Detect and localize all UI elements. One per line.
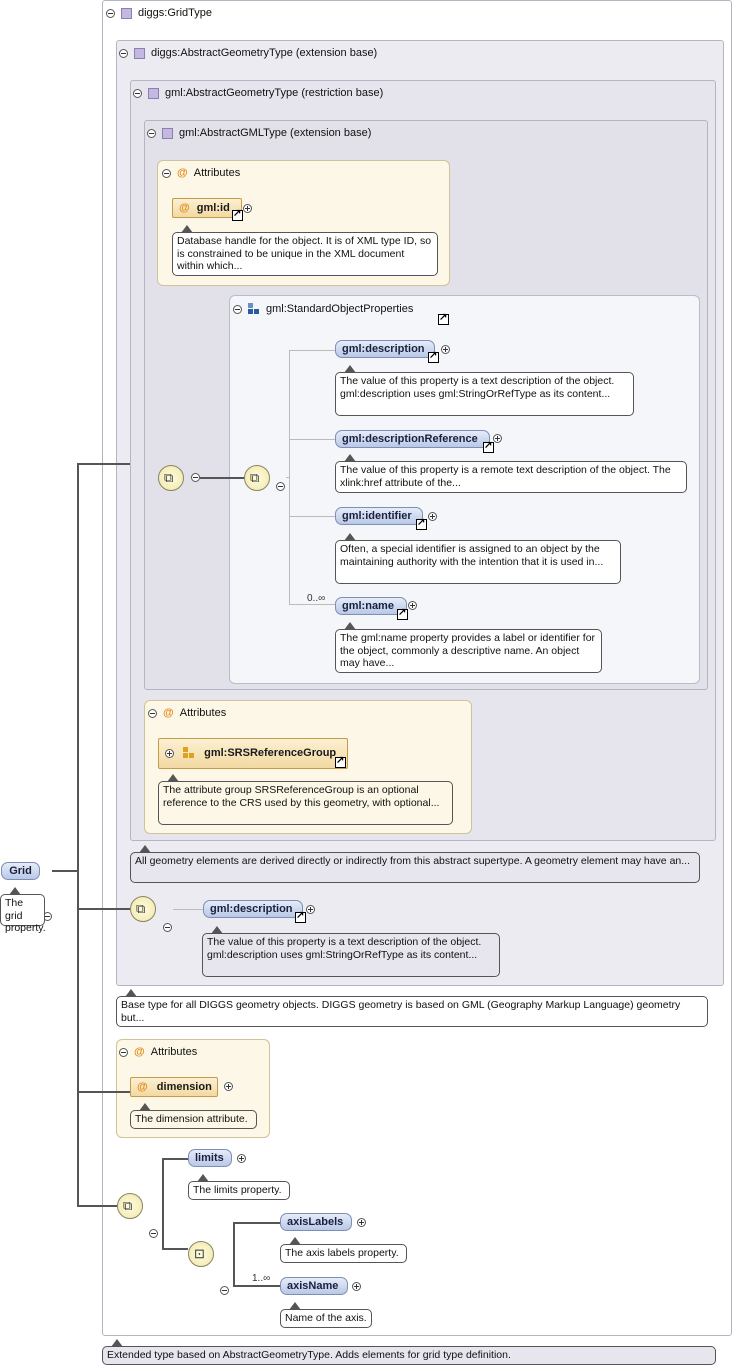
reference-arrow-icon[interactable] bbox=[438, 312, 449, 325]
gml-description-reference-element[interactable]: gml:descriptionReference bbox=[335, 430, 490, 448]
collapse-icon[interactable] bbox=[147, 128, 156, 138]
diggs-gml-description-note: The value of this property is a text des… bbox=[202, 926, 500, 977]
attribute-group-icon bbox=[183, 747, 195, 759]
abstract-geometry-ext-note: Base type for all DIGGS geometry objects… bbox=[116, 989, 708, 1027]
collapse-icon[interactable] bbox=[133, 88, 142, 98]
cardinality-label: 1..∞ bbox=[252, 1273, 271, 1284]
gml-abstract-gml-title: gml:AbstractGMLType (extension base) bbox=[179, 127, 372, 139]
expand-icon[interactable] bbox=[352, 1282, 361, 1291]
tree-connector bbox=[162, 1158, 164, 1250]
expand-icon[interactable] bbox=[243, 204, 252, 213]
gml-id-attribute[interactable]: @ gml:id bbox=[172, 198, 242, 218]
sequence-compositor-icon[interactable]: ⧉ bbox=[130, 896, 156, 922]
srs-reference-group-note: The attribute group SRSReferenceGroup is… bbox=[158, 774, 453, 825]
attribute-icon: @ bbox=[163, 707, 174, 719]
abstract-geometry-ext-header[interactable]: diggs:AbstractGeometryType (extension ba… bbox=[119, 47, 377, 59]
choice-compositor-icon[interactable]: ⊡ bbox=[188, 1241, 214, 1267]
gridtype-note: Extended type based on AbstractGeometryT… bbox=[102, 1339, 716, 1365]
expand-icon[interactable] bbox=[306, 905, 315, 914]
main-connector bbox=[77, 463, 79, 1207]
expand-icon[interactable] bbox=[408, 601, 417, 610]
complex-type-icon bbox=[148, 87, 159, 99]
attribute-icon: @ bbox=[177, 167, 188, 179]
gml-id-note: Database handle for the object. It is of… bbox=[172, 225, 438, 276]
abstract-geometry-ext-title: diggs:AbstractGeometryType (extension ba… bbox=[151, 47, 378, 59]
gridtype-title: diggs:GridType bbox=[138, 7, 212, 19]
collapse-icon[interactable] bbox=[148, 708, 157, 718]
attributes-header[interactable]: @ Attributes bbox=[119, 1046, 197, 1058]
axis-name-element[interactable]: axisName bbox=[280, 1277, 348, 1295]
complex-type-icon bbox=[121, 7, 132, 19]
sequence-compositor-icon[interactable]: ⧉ bbox=[117, 1193, 143, 1219]
axis-name-note: Name of the axis. bbox=[280, 1302, 372, 1328]
reference-arrow-icon[interactable] bbox=[483, 440, 494, 453]
expand-icon[interactable] bbox=[493, 434, 502, 443]
collapse-icon[interactable] bbox=[276, 482, 285, 491]
reference-arrow-icon[interactable] bbox=[416, 517, 427, 530]
collapse-icon[interactable] bbox=[233, 304, 242, 314]
collapse-icon[interactable] bbox=[162, 168, 171, 178]
collapse-icon[interactable] bbox=[106, 8, 115, 18]
reference-arrow-icon[interactable] bbox=[335, 755, 346, 768]
grid-root-element[interactable]: Grid bbox=[1, 862, 40, 880]
reference-arrow-icon[interactable] bbox=[397, 607, 408, 620]
tree-connector bbox=[233, 1222, 235, 1286]
group-icon bbox=[248, 303, 260, 315]
grid-root-note: The grid property. bbox=[0, 887, 46, 934]
limits-element[interactable]: limits bbox=[188, 1149, 232, 1167]
attributes-title: Attributes bbox=[179, 707, 227, 719]
cardinality-label: 0..∞ bbox=[307, 593, 326, 604]
gml-name-element[interactable]: gml:name bbox=[335, 597, 407, 615]
dimension-note: The dimension attribute. bbox=[130, 1103, 257, 1129]
gridtype-header[interactable]: diggs:GridType bbox=[106, 7, 212, 19]
reference-arrow-icon[interactable] bbox=[232, 208, 243, 221]
reference-arrow-icon[interactable] bbox=[295, 910, 306, 923]
expand-icon[interactable] bbox=[357, 1218, 366, 1227]
gml-abstract-gml-header[interactable]: gml:AbstractGMLType (extension base) bbox=[147, 127, 371, 139]
reference-arrow-icon[interactable] bbox=[428, 350, 439, 363]
gml-name-note: The gml:name property provides a label o… bbox=[335, 622, 602, 673]
collapse-icon[interactable] bbox=[220, 1286, 229, 1295]
attribute-icon: @ bbox=[179, 202, 190, 214]
attributes-title: Attributes bbox=[193, 167, 241, 179]
attributes-header[interactable]: @ Attributes bbox=[148, 707, 226, 719]
standard-object-properties-title: gml:StandardObjectProperties bbox=[266, 303, 414, 315]
gml-description-reference-note: The value of this property is a remote t… bbox=[335, 454, 687, 493]
expand-icon[interactable] bbox=[441, 345, 450, 354]
gml-description-note: The value of this property is a text des… bbox=[335, 365, 634, 416]
standard-object-properties-header[interactable]: gml:StandardObjectProperties bbox=[233, 303, 413, 315]
collapse-icon[interactable] bbox=[191, 473, 200, 482]
gml-description-element[interactable]: gml:description bbox=[335, 340, 435, 358]
collapse-icon[interactable] bbox=[163, 923, 172, 932]
dimension-attribute[interactable]: @ dimension bbox=[130, 1077, 218, 1097]
gml-identifier-element[interactable]: gml:identifier bbox=[335, 507, 423, 525]
collapse-icon[interactable] bbox=[119, 1047, 128, 1057]
axis-labels-element[interactable]: axisLabels bbox=[280, 1213, 352, 1231]
complex-type-icon bbox=[134, 47, 145, 59]
srs-reference-group[interactable]: gml:SRSReferenceGroup bbox=[158, 738, 348, 769]
gml-abstract-geometry-header[interactable]: gml:AbstractGeometryType (restriction ba… bbox=[133, 87, 383, 99]
attribute-icon: @ bbox=[137, 1081, 148, 1093]
limits-note: The limits property. bbox=[188, 1174, 290, 1200]
gml-abstract-geometry-note: All geometry elements are derived direct… bbox=[130, 845, 700, 883]
collapse-icon[interactable] bbox=[119, 48, 128, 58]
expand-icon[interactable] bbox=[224, 1082, 233, 1091]
gml-abstract-geometry-title: gml:AbstractGeometryType (restriction ba… bbox=[165, 87, 384, 99]
gml-identifier-note: Often, a special identifier is assigned … bbox=[335, 533, 621, 584]
expand-icon[interactable] bbox=[237, 1154, 246, 1163]
attributes-title: Attributes bbox=[150, 1046, 198, 1058]
attribute-icon: @ bbox=[134, 1046, 145, 1058]
sequence-compositor-icon[interactable]: ⧉ bbox=[244, 465, 270, 491]
sequence-compositor-icon[interactable]: ⧉ bbox=[158, 465, 184, 491]
expand-icon[interactable] bbox=[428, 512, 437, 521]
attributes-header[interactable]: @ Attributes bbox=[162, 167, 240, 179]
expand-icon[interactable] bbox=[165, 748, 174, 758]
complex-type-icon bbox=[162, 127, 173, 139]
collapse-icon[interactable] bbox=[149, 1229, 158, 1238]
axis-labels-note: The axis labels property. bbox=[280, 1237, 407, 1263]
diggs-gml-description-element[interactable]: gml:description bbox=[203, 900, 303, 918]
